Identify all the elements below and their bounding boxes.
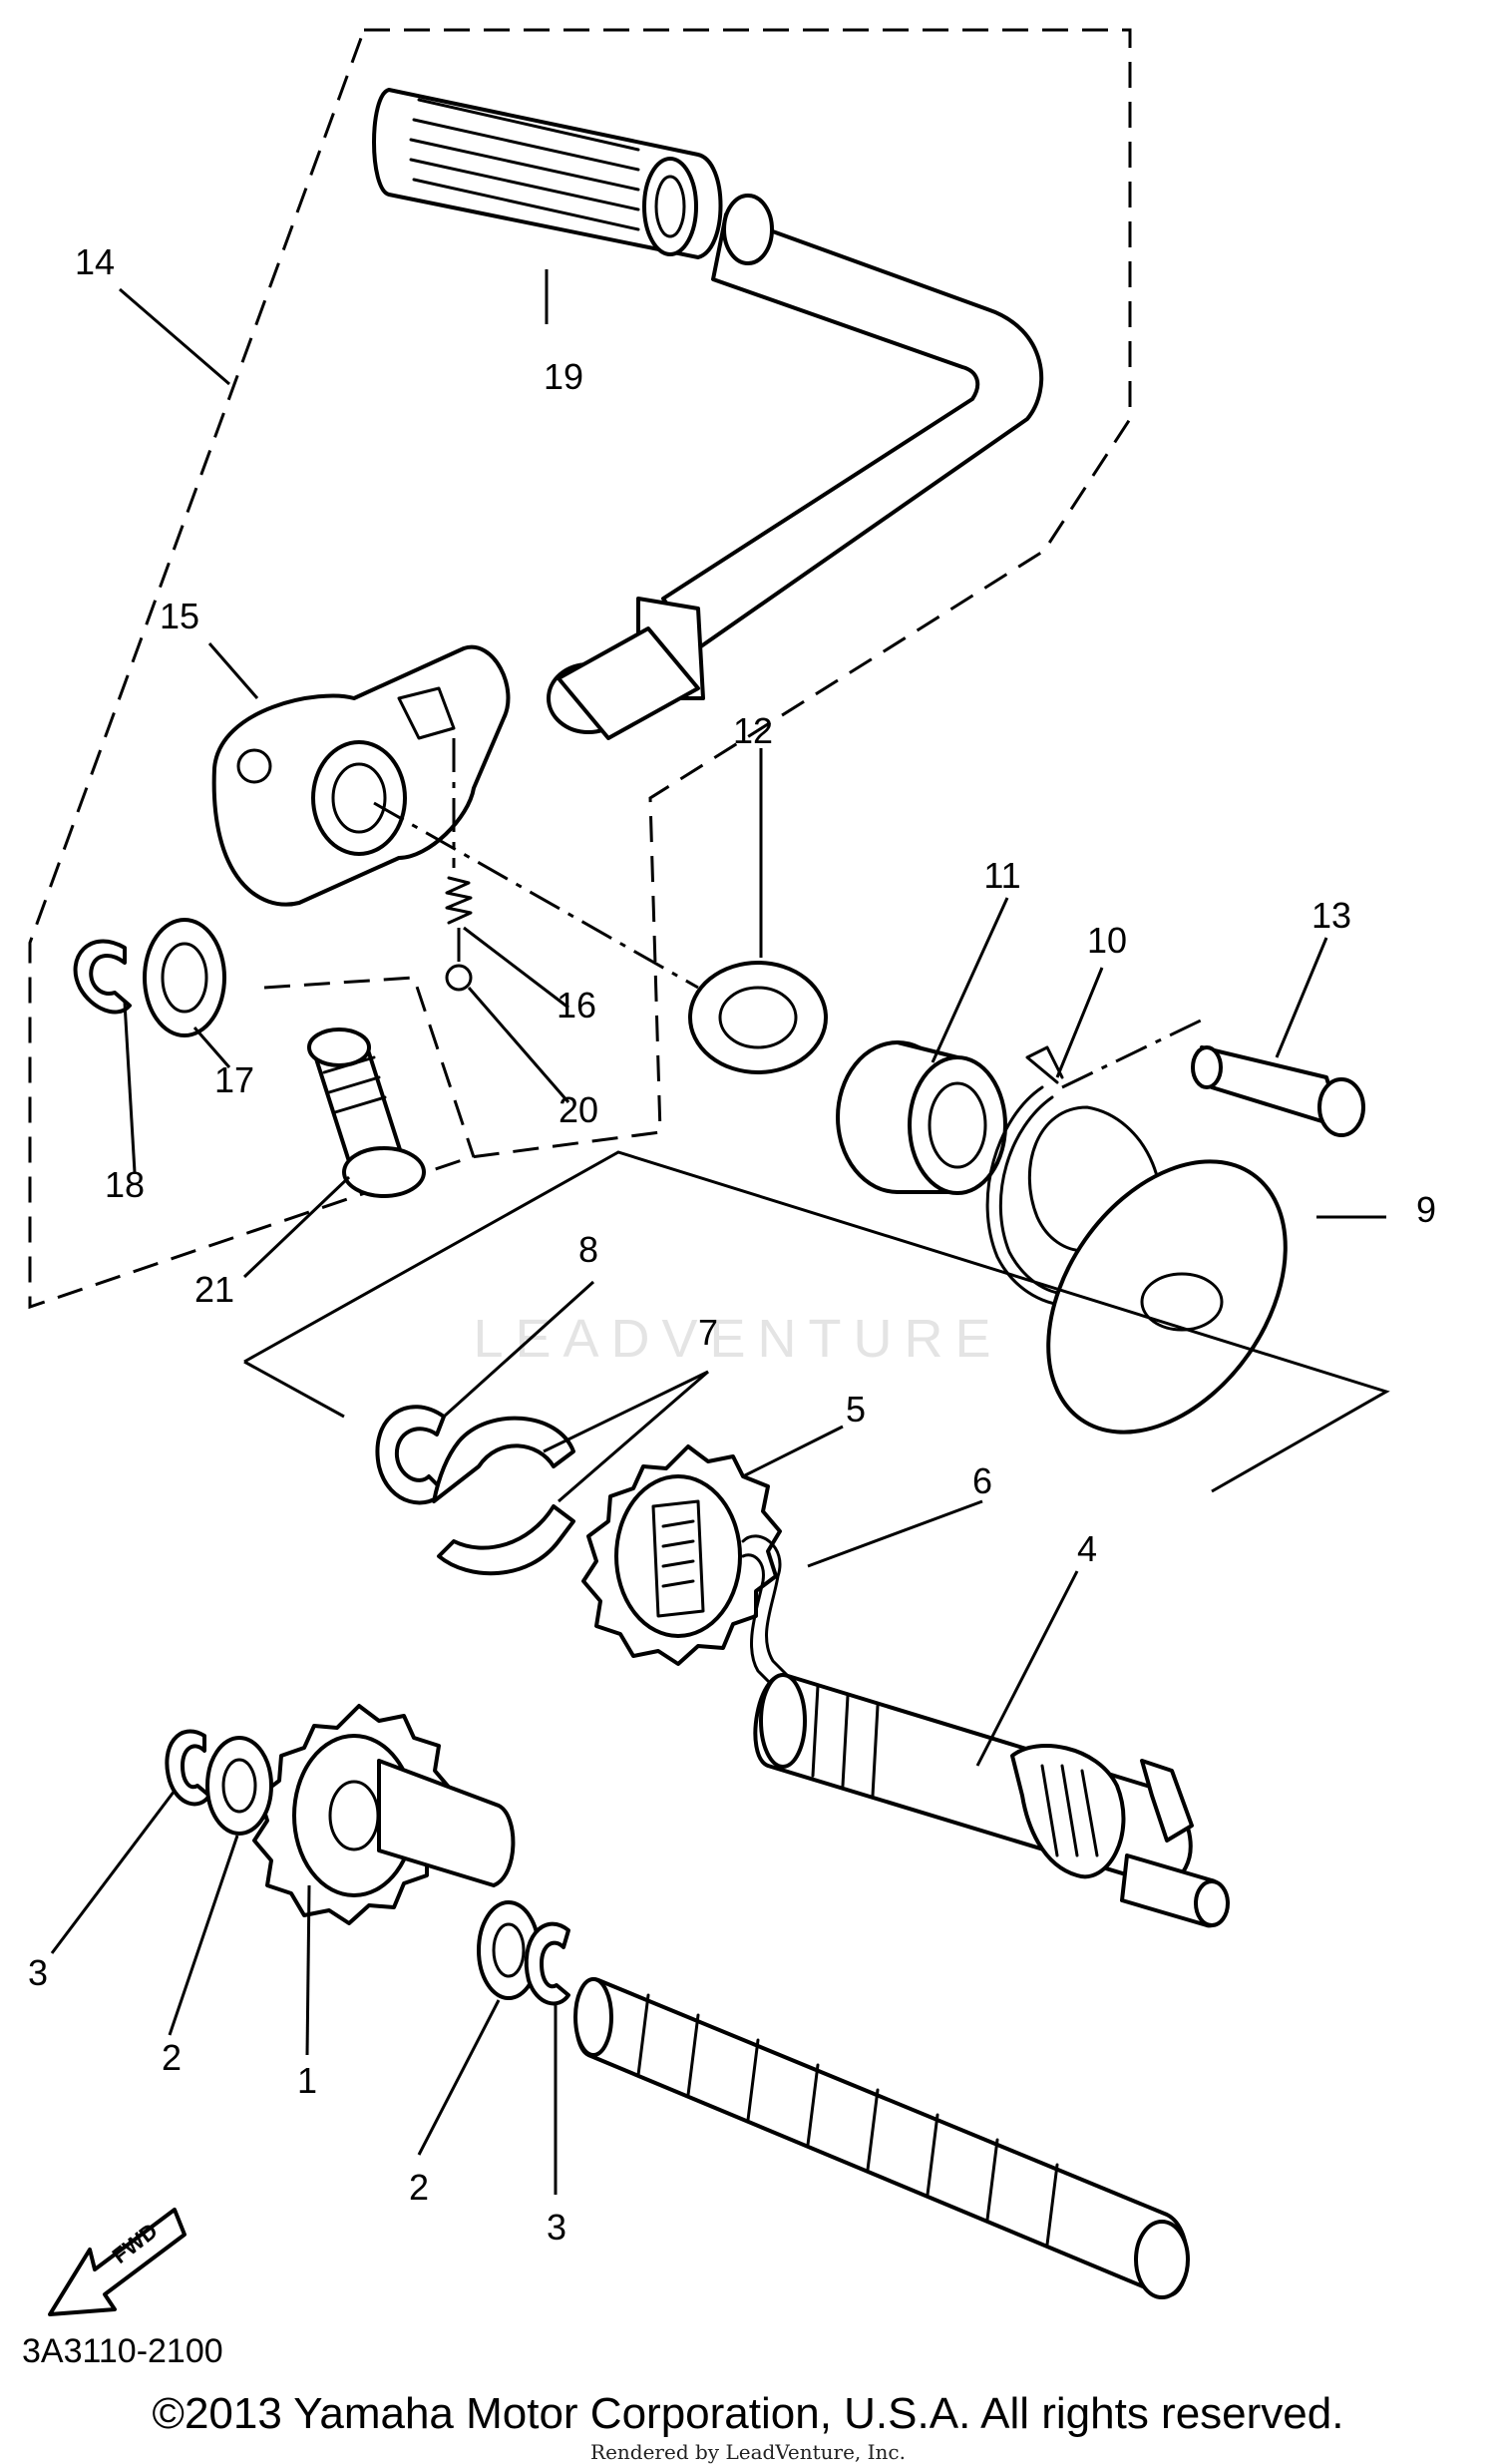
washer-17 bbox=[143, 918, 226, 1037]
part-label-2-left: 2 bbox=[162, 2037, 182, 2078]
kick-gear-5 bbox=[581, 1444, 782, 1666]
leader-lines bbox=[50, 269, 1386, 2195]
part-label-3-left: 3 bbox=[28, 1952, 48, 1993]
copyright-text: ©2013 Yamaha Motor Corporation, U.S.A. A… bbox=[152, 2389, 1344, 2438]
part-label-12: 12 bbox=[733, 710, 773, 751]
oil-seal-12 bbox=[688, 961, 828, 1074]
idle-gear-1 bbox=[252, 1704, 516, 1925]
rendered-by-text: Rendered by LeadVenture, Inc. bbox=[590, 2440, 906, 2464]
part-label-18: 18 bbox=[105, 1164, 145, 1205]
part-label-17: 17 bbox=[214, 1059, 254, 1100]
part-label-5: 5 bbox=[846, 1389, 866, 1430]
part-label-13: 13 bbox=[1311, 895, 1351, 936]
part-label-4: 4 bbox=[1077, 1528, 1097, 1569]
bolt-21 bbox=[307, 1027, 426, 1198]
part-label-3-bottom: 3 bbox=[547, 2207, 566, 2248]
kick-axle-4 bbox=[753, 1673, 1230, 1928]
spring-16 bbox=[445, 876, 473, 925]
circlip-18 bbox=[73, 939, 132, 1015]
shaft-13 bbox=[1191, 1045, 1365, 1137]
part-label-1: 1 bbox=[297, 2060, 317, 2101]
kick-crank-boss bbox=[211, 644, 511, 907]
part-label-20: 20 bbox=[559, 1089, 598, 1130]
part-label-10: 10 bbox=[1087, 920, 1127, 961]
part-label-16: 16 bbox=[557, 985, 596, 1026]
part-label-19: 19 bbox=[544, 356, 583, 397]
sub-boundary-16-20-21 bbox=[263, 976, 476, 1158]
ball-20 bbox=[445, 964, 473, 992]
spring-guide-11 bbox=[836, 1040, 1007, 1195]
part-label-15: 15 bbox=[160, 596, 199, 636]
part-label-6: 6 bbox=[972, 1460, 992, 1501]
circlip-3-lower bbox=[524, 1921, 570, 2006]
part-label-21: 21 bbox=[194, 1269, 234, 1310]
assembly-boundary-14 bbox=[28, 28, 1132, 1310]
drawing-code: 3A3110-2100 bbox=[22, 2332, 223, 2370]
part-label-7: 7 bbox=[698, 1312, 718, 1353]
fwd-arrow-icon: FWD bbox=[48, 2208, 187, 2316]
watermark-text: LEADVENTURE bbox=[473, 1309, 1002, 1369]
kick-lever-arm bbox=[547, 194, 1044, 740]
clip-halves-7 bbox=[432, 1416, 575, 1576]
part-label-11: 11 bbox=[983, 855, 1020, 896]
washer-9 bbox=[1046, 1159, 1288, 1435]
part-number-labels: 14 19 15 12 11 10 13 16 20 17 18 9 21 8 … bbox=[28, 241, 1436, 2248]
part-label-9: 9 bbox=[1416, 1189, 1436, 1230]
main-axle bbox=[573, 1977, 1190, 2299]
part-label-8: 8 bbox=[578, 1229, 598, 1270]
kick-pedal-grip bbox=[372, 88, 723, 259]
part-label-14: 14 bbox=[75, 241, 115, 282]
circlip-8 bbox=[375, 1405, 446, 1505]
washer-2-upper bbox=[205, 1736, 273, 1836]
part-label-2-bottom: 2 bbox=[409, 2167, 429, 2208]
